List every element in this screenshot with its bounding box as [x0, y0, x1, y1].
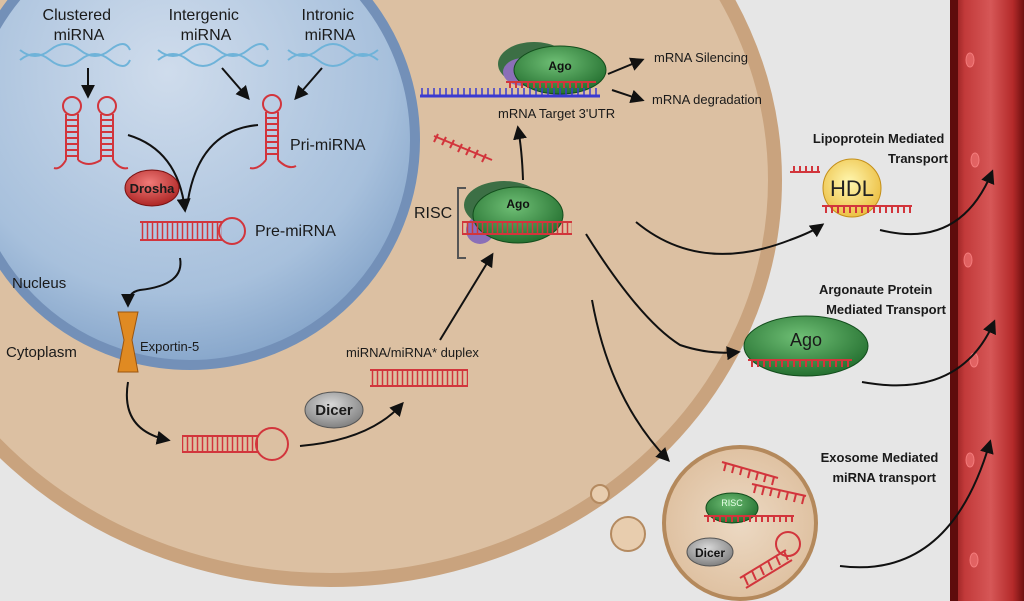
label-mrna-target: mRNA Target 3'UTR: [498, 106, 615, 121]
label-pri-mirna: Pri-miRNA: [290, 137, 366, 154]
svg-text:Dicer: Dicer: [695, 546, 725, 560]
label-pre-mirna: Pre-miRNA: [255, 223, 336, 240]
drosha-enzyme: Drosha: [124, 169, 180, 207]
risc-complex: Ago: [462, 181, 572, 244]
exosome: RISC Dicer: [662, 445, 818, 601]
released-strand: [433, 133, 493, 163]
svg-text:HDL: HDL: [830, 176, 874, 201]
risc-bracket: [457, 187, 466, 259]
svg-text:RISC: RISC: [721, 498, 743, 508]
pri-mirna-single: [249, 94, 297, 170]
mrna-target-complex: Ago: [420, 42, 607, 98]
dna-intronic-icon: [287, 43, 379, 67]
svg-text:Ago: Ago: [548, 59, 571, 73]
label-lipoprotein: Lipoprotein Mediated Transport: [813, 131, 949, 166]
svg-text:Ago: Ago: [790, 330, 822, 350]
label-cytoplasm: Cytoplasm: [6, 344, 77, 361]
label-argonaute: Argonaute Protein Mediated Transport: [819, 282, 947, 317]
ago-particle: Ago: [743, 315, 869, 377]
svg-text:Ago: Ago: [506, 197, 529, 211]
label-mrna-degradation: mRNA degradation: [652, 92, 762, 107]
label-risc: RISC: [414, 205, 452, 222]
exportin-5: [117, 311, 139, 373]
label-exportin: Exportin-5: [140, 339, 199, 354]
dicer-enzyme: Dicer: [304, 391, 364, 429]
arrows-dna: [81, 67, 323, 101]
arrows-export-paths: [585, 221, 825, 463]
label-intronic: Intronic miRNA: [302, 7, 359, 44]
arrow-to-duplex: [299, 401, 404, 447]
mirna-duplex: [370, 369, 468, 387]
svg-text:Dicer: Dicer: [315, 402, 353, 419]
arrow-to-exportin: [121, 257, 182, 308]
dna-clustered-icon: [19, 43, 131, 67]
nucleus-region: [0, 0, 420, 370]
arrow-to-risc: [439, 252, 494, 341]
arrow-exportin-out: [125, 381, 171, 445]
pri-mirna-clustered: [53, 96, 129, 170]
arrow-to-target: [513, 125, 527, 181]
label-duplex: miRNA/miRNA* duplex: [346, 345, 479, 360]
label-intergenic: Intergenic miRNA: [169, 7, 244, 44]
cytoplasmic-pre-mirna: [182, 427, 289, 461]
label-clustered: Clustered miRNA: [43, 7, 116, 44]
label-nucleus: Nucleus: [12, 275, 66, 292]
label-mrna-silencing: mRNA Silencing: [654, 50, 748, 65]
small-vesicles: [590, 484, 646, 552]
pre-mirna-hairpin: [140, 217, 246, 245]
dna-intergenic-icon: [157, 43, 269, 67]
arrows-to-vessel: [839, 169, 996, 569]
blood-vessel: [950, 0, 1024, 601]
arrows-silencing: [607, 57, 645, 104]
label-exosome: Exosome Mediated miRNA transport: [821, 450, 942, 485]
arrows-to-drosha: [127, 124, 259, 213]
hdl-particle: HDL: [790, 158, 912, 218]
svg-text:Drosha: Drosha: [130, 181, 176, 196]
